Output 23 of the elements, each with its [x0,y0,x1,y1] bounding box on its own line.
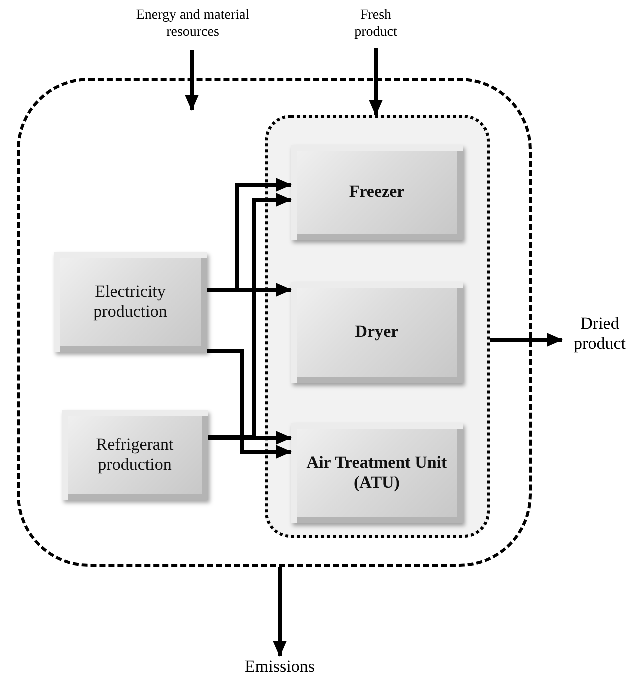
flow-label: Dried product [573,314,627,354]
process-box [291,423,463,523]
flow-label: Fresh product [354,8,398,42]
arrow [208,431,292,445]
box-label: Air Treatment Unit (ATU) [306,452,448,494]
arrow [185,50,199,111]
box-label: Dryer [355,322,399,343]
process-box [62,410,208,500]
arrow [490,333,563,347]
flow-label: Energy and material resources [135,8,251,42]
system-boundary [17,78,532,567]
flow-label: Emissions [245,656,315,678]
process-boundary [265,115,490,538]
arrow [207,349,292,459]
box-label: Electricity production [92,282,168,322]
process-box [291,145,463,240]
arrow [208,193,292,439]
arrow [273,567,287,657]
process-box [54,252,207,352]
process-box [291,282,463,383]
box-label: Refrigerant production [95,434,175,476]
box-label: Freezer [349,182,405,203]
arrow [369,48,383,116]
